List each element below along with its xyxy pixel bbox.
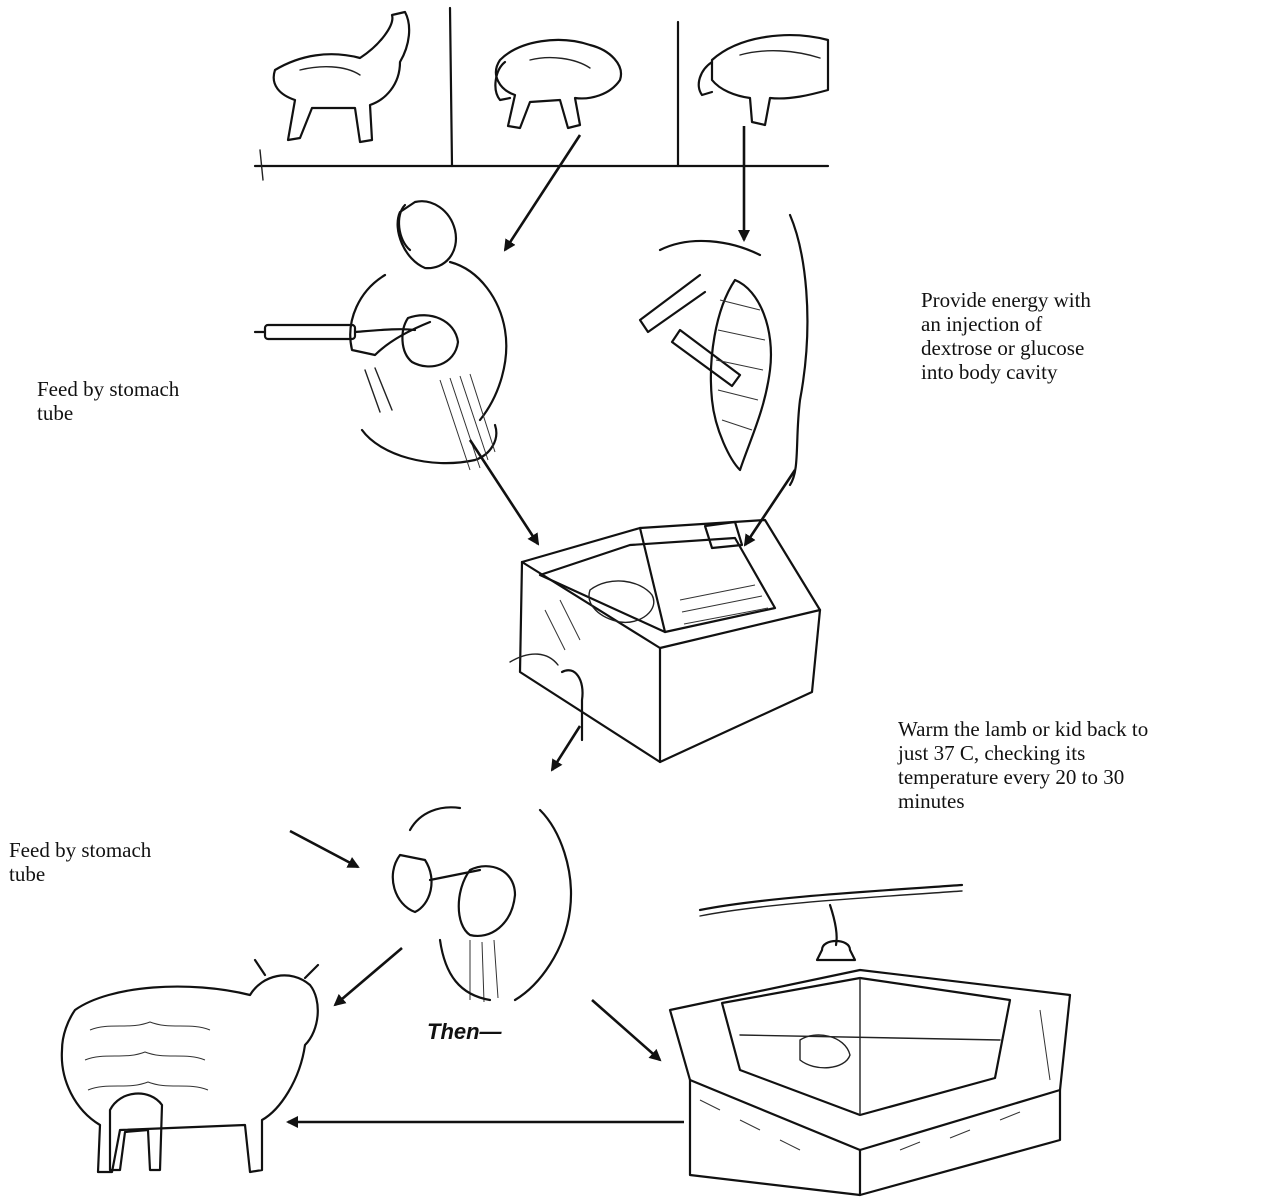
syringe-body [265,325,355,339]
caption-injection: Provide energy with an injection of dext… [921,288,1181,384]
lamb-in-shelter [800,1035,850,1068]
lamb-standing-sketch [260,12,409,180]
person-head [398,201,456,268]
arrow-to-stomach-tube [505,135,580,250]
arrow-to-ewe [335,948,402,1005]
box-handle [705,522,742,548]
lamb-on-lap [459,866,515,936]
arrow-box-to-feeding [552,726,580,770]
injection-syringe [672,330,740,386]
caption-then: Then— [427,1019,502,1045]
second-feeding-sketch [393,807,571,1002]
lamb-weak-sketch [495,40,621,128]
hay-shelter-sketch [670,885,1070,1195]
ewe-with-lamb-sketch [62,960,318,1172]
lamb-condition-strip [255,8,828,180]
arrow-feed-to-box [470,440,538,544]
lamp-cord [830,905,837,945]
warming-box-sketch [510,520,820,762]
lamb-collapsed-sketch [699,35,828,125]
panel-divider-1 [450,8,452,166]
arrow-caption-to-feeding [290,831,358,867]
caption-warm-lamb: Warm the lamb or kid back to just 37 C, … [898,717,1238,813]
arrow-to-shelter [592,1000,660,1060]
injection-sketch [640,215,807,485]
hay-bales-outer [670,970,1070,1150]
lamb-beside-ewe [110,1094,162,1170]
caption-feed-stomach-tube-bottom: Feed by stomach tube [9,838,209,886]
ewe-body [62,975,318,1172]
shelter-inner-pen [722,978,1010,1115]
feeding-bottle [393,855,432,912]
caption-feed-stomach-tube-top: Feed by stomach tube [37,377,237,425]
stomach-tube-feeding-sketch [255,201,506,470]
arrow-inject-to-box [745,470,795,545]
